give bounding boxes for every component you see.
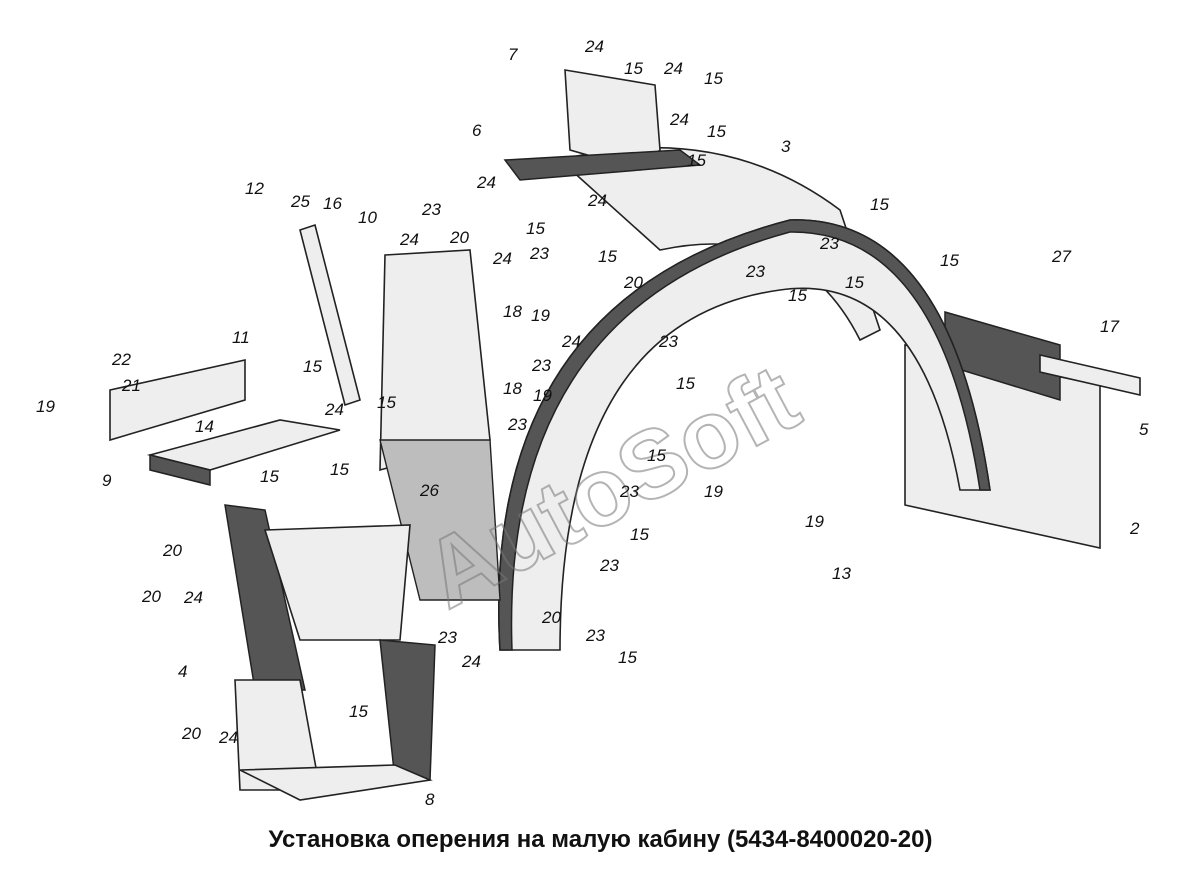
callout-label: 15 — [330, 460, 349, 479]
callout-label: 20 — [541, 608, 561, 627]
callout-label: 6 — [472, 121, 482, 140]
callout-label: 15 — [707, 122, 726, 141]
callout-label: 5 — [1139, 420, 1149, 439]
callout-label: 27 — [1051, 247, 1071, 266]
callout-label: 23 — [585, 626, 605, 645]
callout-label: 23 — [421, 200, 441, 219]
callout-label: 25 — [290, 192, 310, 211]
callout-label: 9 — [102, 471, 112, 490]
callout-label: 14 — [195, 417, 214, 436]
callout-label: 24 — [492, 249, 512, 268]
callout-label: 24 — [561, 332, 581, 351]
callout-label: 22 — [111, 350, 131, 369]
callout-label: 13 — [832, 564, 851, 583]
callout-label: 24 — [476, 173, 496, 192]
callout-label: 2 — [1129, 519, 1140, 538]
fender-edge — [498, 219, 991, 651]
callout-label: 20 — [141, 587, 161, 606]
callout-label: 15 — [303, 357, 322, 376]
callout-label: 19 — [531, 306, 550, 325]
callout-label: 18 — [503, 379, 522, 398]
callout-label: 24 — [587, 191, 607, 210]
callout-label: 24 — [218, 728, 238, 747]
step-side-part-8 — [379, 639, 436, 781]
callout-label: 15 — [704, 69, 723, 88]
callout-label: 23 — [658, 332, 678, 351]
callout-label: 24 — [669, 110, 689, 129]
diagram-title: Установка оперения на малую кабину (5434… — [268, 826, 933, 853]
callout-label: 24 — [461, 652, 481, 671]
callout-label: 21 — [121, 376, 141, 395]
callout-label: 23 — [819, 234, 839, 253]
callout-label: 26 — [419, 481, 439, 500]
callout-label: 20 — [623, 273, 643, 292]
callout-label: 15 — [687, 151, 706, 170]
step-tread-part-8 — [239, 764, 433, 801]
callout-label: 19 — [704, 482, 723, 501]
callout-label: 3 — [781, 137, 791, 156]
callout-label: 15 — [630, 525, 649, 544]
strut-part-12 — [299, 223, 361, 407]
callout-label: 23 — [437, 628, 457, 647]
callout-label: 23 — [745, 262, 765, 281]
callout-label: 15 — [377, 393, 396, 412]
step-box-part-4 — [263, 524, 411, 641]
callout-label: 17 — [1100, 317, 1119, 336]
bracket-part-4 — [224, 504, 306, 691]
callout-label: 8 — [425, 790, 435, 809]
callout-label: 16 — [323, 194, 342, 213]
panel-part-10 — [379, 249, 491, 472]
callout-label: 20 — [449, 228, 469, 247]
callout-label: 23 — [529, 244, 549, 263]
bracket-part-5 — [1039, 353, 1141, 397]
callout-label: 19 — [533, 386, 552, 405]
callout-label: 15 — [598, 247, 617, 266]
callout-label: 20 — [162, 541, 182, 560]
callout-label: 11 — [232, 328, 250, 347]
callout-label: 4 — [178, 662, 187, 681]
callout-label: 24 — [324, 400, 344, 419]
cover-part-11 — [109, 359, 246, 442]
callout-label: 15 — [624, 59, 643, 78]
callout-label: 7 — [508, 45, 518, 64]
callout-label: 10 — [358, 208, 377, 227]
callout-label: 15 — [349, 702, 368, 721]
callout-label: 15 — [845, 273, 864, 292]
callout-label: 23 — [531, 356, 551, 375]
callout-label: 19 — [36, 397, 55, 416]
callout-label: 19 — [805, 512, 824, 531]
callout-label: 15 — [260, 467, 279, 486]
callout-label: 15 — [676, 374, 695, 393]
callout-label: 24 — [399, 230, 419, 249]
callout-label: 15 — [618, 648, 637, 667]
callout-label: 15 — [870, 195, 889, 214]
step-side-part-9 — [149, 454, 211, 486]
callout-label: 20 — [181, 724, 201, 743]
callout-label: 23 — [599, 556, 619, 575]
callout-label: 24 — [183, 588, 203, 607]
callout-label: 15 — [940, 251, 959, 270]
callout-label: 23 — [619, 482, 639, 501]
callout-label: 15 — [788, 286, 807, 305]
callout-label: 15 — [647, 446, 666, 465]
callout-label: 15 — [526, 219, 545, 238]
seal-part-6 — [503, 149, 703, 181]
callout-label: 24 — [663, 59, 683, 78]
callout-label: 24 — [584, 37, 604, 56]
callout-label: 18 — [503, 302, 522, 321]
callout-label: 12 — [245, 179, 264, 198]
callout-label: 23 — [507, 415, 527, 434]
